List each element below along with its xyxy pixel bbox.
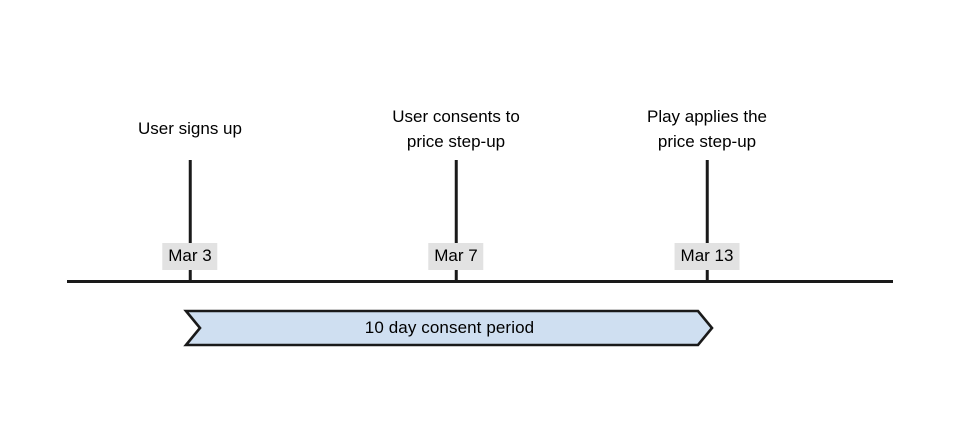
event-date-consent: Mar 7 [428, 243, 484, 270]
event-caption-line: User signs up [138, 119, 242, 138]
event-caption-line: price step-up [406, 132, 506, 151]
event-stem-signup [188, 160, 192, 281]
event-stem-applied [705, 160, 709, 281]
event-caption-applied: Play applies the price step-up [647, 104, 767, 154]
event-caption-consent: User consents to price step-up [392, 104, 520, 154]
timeline-axis [67, 280, 893, 283]
consent-period-banner: 10 day consent period [183, 309, 714, 347]
event-caption-line: price step-up [657, 132, 757, 151]
banner-arrow-shape [183, 309, 714, 347]
event-caption-line: Play applies the [646, 107, 768, 126]
event-stem-consent [454, 160, 458, 281]
event-date-signup: Mar 3 [162, 243, 218, 270]
event-date-applied: Mar 13 [674, 243, 740, 270]
event-caption-line: User consents to [392, 107, 520, 126]
event-caption-signup: User signs up [138, 116, 242, 141]
